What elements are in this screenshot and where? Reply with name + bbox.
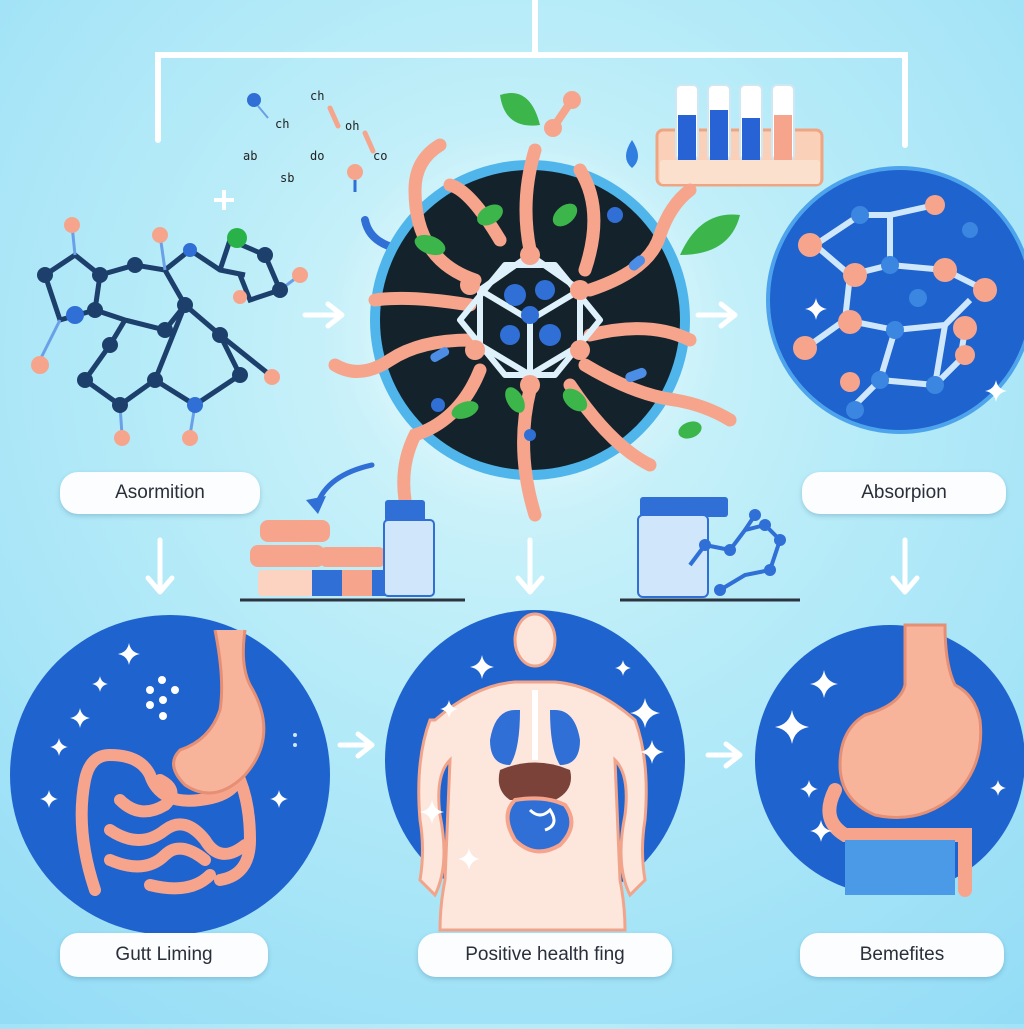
arrow-icon (145, 537, 920, 595)
label-text: Absorpion (861, 482, 947, 503)
intestine-icon (75, 748, 257, 896)
label-positive-health: Positive health fing (418, 933, 672, 977)
label-benefits: Bemefites (800, 933, 1004, 977)
label-gut-lining: Gutt Liming (60, 933, 268, 977)
label-text: Gutt Liming (115, 944, 213, 965)
formula-text: ab (243, 149, 257, 163)
leaf-icon (500, 93, 540, 126)
arrow-icon (314, 462, 375, 508)
formula-text: do (310, 149, 324, 163)
jar-icon (620, 497, 800, 602)
body-circle (385, 610, 685, 932)
central-nanoparticle (328, 138, 740, 522)
pill-stack-icon (240, 500, 465, 602)
formula-text: ch (310, 89, 324, 103)
top-connector (155, 0, 908, 148)
test-tube-rack-icon (655, 84, 824, 187)
sparkle-icon (214, 190, 234, 210)
stomach-icon (822, 623, 983, 897)
label-text: Asormition (115, 482, 205, 503)
formula-text: ch (275, 117, 289, 131)
leaf-icon (414, 203, 740, 439)
stomach-circle (755, 623, 1024, 897)
label-text: Positive health fing (465, 944, 625, 965)
molecule-circle-right (766, 166, 1024, 434)
molecule-icon (31, 217, 308, 446)
molecule-icon (544, 91, 581, 137)
formula-text: sb (280, 171, 294, 185)
label-absorption-right: Absorpion (802, 472, 1006, 514)
arrow-icon (302, 301, 743, 769)
stomach-icon (172, 629, 266, 795)
formula-text: co (373, 149, 387, 163)
formula-text: oh (345, 119, 359, 133)
gut-circle (10, 615, 330, 935)
label-absorption-left: Asormition (60, 472, 260, 514)
label-text: Bemefites (859, 944, 945, 965)
